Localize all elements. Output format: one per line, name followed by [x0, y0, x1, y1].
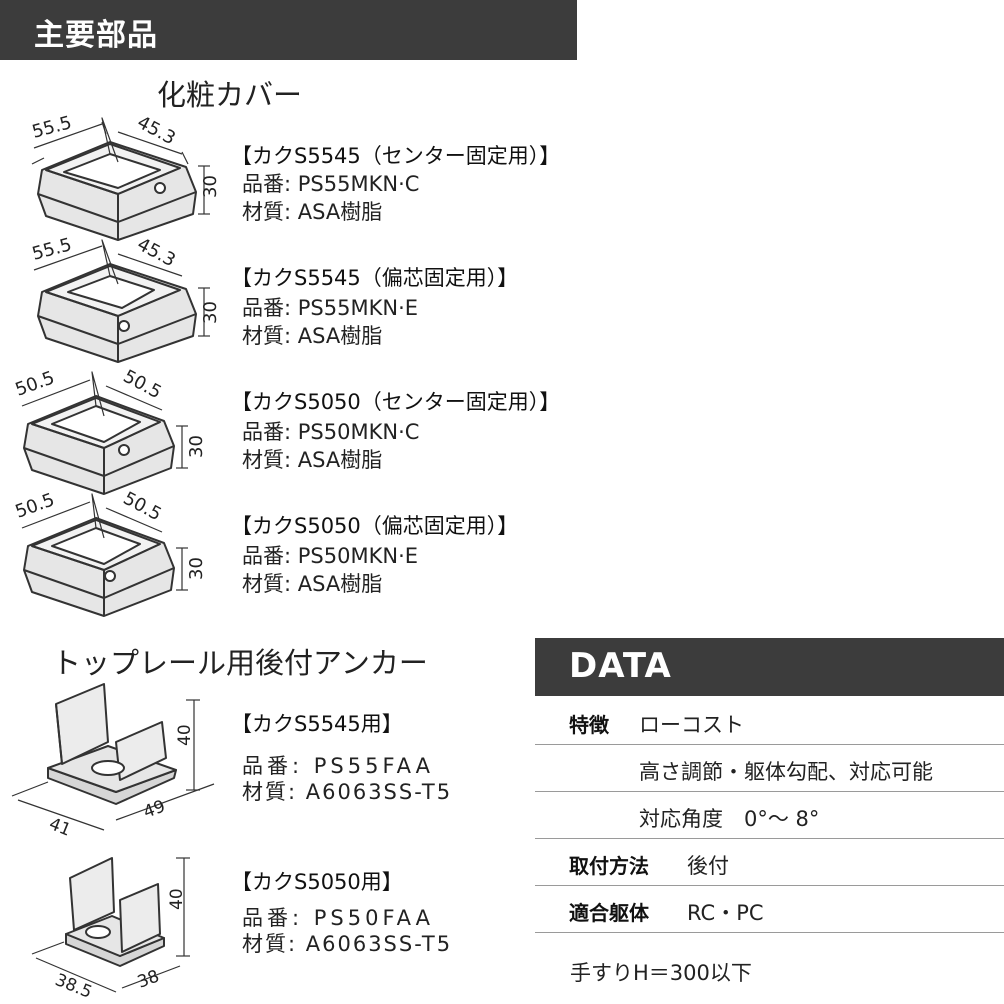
data-value: RC・PC	[687, 901, 764, 925]
cover-title: 【カクS5050（偏芯固定用）】	[231, 514, 519, 538]
cover-title: 【カクS5545（偏芯固定用）】	[231, 266, 519, 290]
data-row: 適合躯体 RC・PC	[535, 886, 1004, 933]
data-key: 取付方法	[569, 854, 649, 878]
data-footnote: 手すりH＝300以下	[570, 961, 752, 985]
cover-dim-b: 45.3	[134, 112, 179, 149]
anchor-dim-a: 38.5	[52, 970, 95, 1003]
cover-dim-a: 55.5	[30, 112, 74, 143]
data-row: 高さ調節・躯体勾配、対応可能	[535, 745, 1004, 792]
cover-drawing: 50.5 50.5 30	[13, 488, 207, 617]
data-value: ローコスト	[639, 713, 744, 737]
anchor-part-no: 品番: PS55FAA	[242, 754, 434, 778]
data-row: 特徴 ローコスト	[535, 698, 1004, 745]
header-bar: 主要部品	[0, 0, 577, 60]
cover-material: 材質: ASA樹脂	[242, 324, 383, 348]
anchor-material: 材質: A6063SS-T5	[242, 780, 453, 804]
data-value: 高さ調節・躯体勾配、対応可能	[639, 760, 933, 784]
anchor-title: 【カクS5545用】	[231, 712, 403, 736]
anchor-title: 【カクS5050用】	[231, 870, 403, 894]
cover-part-no: 品番: PS55MKN·E	[242, 296, 419, 320]
data-value: 後付	[687, 854, 729, 878]
anchor-dim-b: 38	[135, 967, 162, 993]
cover-dim-b: 50.5	[120, 488, 165, 525]
anchor-material: 材質: A6063SS-T5	[242, 932, 453, 956]
anchors-section-title: トップレール用後付アンカー	[52, 646, 428, 680]
cover-drawing: 55.5 45.3 30	[30, 112, 221, 241]
anchor-height: 40	[167, 888, 187, 910]
cover-dim-b: 50.5	[120, 366, 165, 403]
data-row: 対応角度 0°〜 8°	[535, 792, 1004, 839]
data-row: 取付方法 後付	[535, 839, 1004, 886]
cover-height: 30	[200, 175, 221, 198]
cover-title: 【カクS5050（センター固定用）】	[231, 390, 561, 414]
data-value: 対応角度 0°〜 8°	[639, 807, 820, 831]
cover-material: 材質: ASA樹脂	[242, 200, 383, 224]
data-header-bar: DATA	[535, 638, 1004, 696]
cover-part-no: 品番: PS55MKN·C	[242, 172, 420, 196]
cover-dim-a: 55.5	[30, 234, 74, 265]
data-title: DATA	[569, 646, 672, 686]
cover-drawing: 55.5 45.3 30	[30, 234, 221, 363]
data-key: 特徴	[569, 713, 609, 737]
anchor-part-no: 品番: PS50FAA	[242, 906, 434, 930]
anchor-drawing: 38.5 38 40	[31, 857, 190, 1003]
anchor-drawing: 41 49 40	[11, 683, 215, 841]
cover-part-no: 品番: PS50MKN·C	[242, 420, 420, 444]
covers-section-title: 化粧カバー	[157, 78, 303, 112]
cover-title: 【カクS5545（センター固定用）】	[231, 144, 561, 168]
cover-height: 30	[186, 557, 207, 580]
anchor-dim-b: 49	[141, 797, 168, 823]
cover-drawing: 50.5 50.5 30	[13, 366, 207, 495]
cover-material: 材質: ASA樹脂	[242, 448, 383, 472]
cover-height: 30	[186, 435, 207, 458]
header-title: 主要部品	[34, 18, 158, 53]
cover-height: 30	[200, 301, 221, 324]
cover-part-no: 品番: PS50MKN·E	[242, 544, 419, 568]
anchor-height: 40	[175, 724, 195, 746]
cover-material: 材質: ASA樹脂	[242, 572, 383, 596]
cover-dim-b: 45.3	[134, 234, 179, 271]
data-key: 適合躯体	[569, 901, 649, 925]
